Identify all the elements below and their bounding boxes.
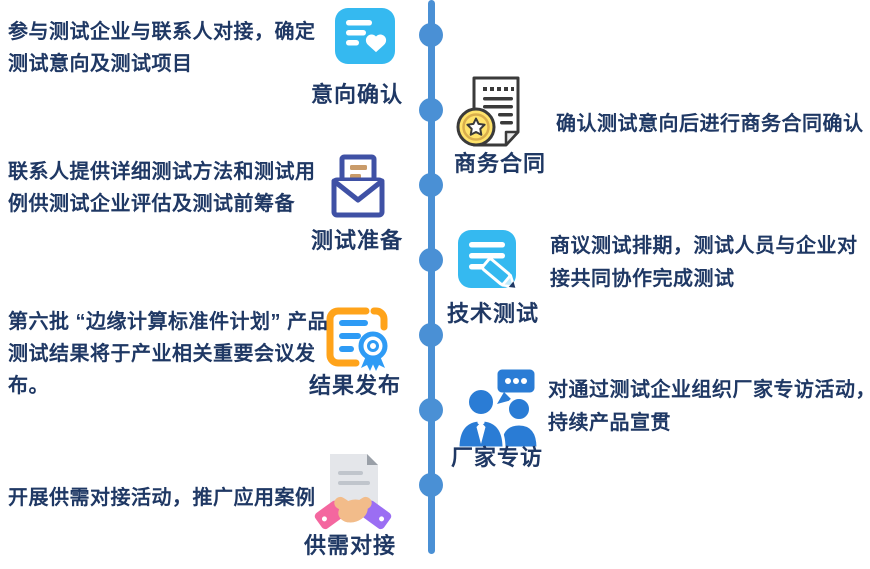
step-1-description: 参与测试企业与联系人对接，确定测试意向及测试项目 (8, 21, 316, 75)
timeline-line (428, 0, 435, 554)
step-6-label: 厂家专访 (450, 445, 543, 470)
step-4-description: 商议测试排期，测试人员与企业对接共同协作完成测试 (550, 235, 858, 290)
timeline-node-2 (419, 98, 443, 122)
step-1-label: 意向确认 (310, 82, 403, 107)
timeline-node-4 (419, 248, 443, 272)
step-3-label: 测试准备 (310, 228, 403, 253)
step-7-label: 供需对接 (303, 533, 396, 558)
step-7-description: 开展供需对接活动，推广应用案例 (8, 487, 316, 509)
interview-people-icon (456, 366, 540, 450)
contract-coin-icon (456, 76, 520, 147)
certificate-ribbon-icon (326, 307, 388, 371)
step-5-description: 第六批 “边缘计算标准件计划” 产品测试结果将于产业相关重要会议发布。 (8, 311, 329, 397)
open-envelope-icon (331, 154, 385, 218)
step-4-label: 技术测试 (446, 301, 539, 326)
checklist-heart-icon (335, 8, 395, 64)
step-6-description: 对通过测试企业组织厂家专访活动，持续产品宣贯 (548, 379, 870, 434)
timeline-node-6 (419, 398, 443, 422)
timeline-node-7 (419, 473, 443, 497)
step-3-description: 联系人提供详细测试方法和测试用例供测试企业评估及测试前筹备 (8, 161, 316, 215)
timeline-node-1 (419, 23, 443, 47)
timeline-node-5 (419, 323, 443, 347)
step-5-label: 结果发布 (308, 373, 401, 398)
note-pencil-icon (458, 230, 516, 289)
timeline-node-3 (419, 173, 443, 197)
handshake-document-icon (314, 454, 392, 530)
step-2-label: 商务合同 (453, 151, 546, 176)
step-2-description: 确认测试意向后进行商务合同确认 (556, 113, 864, 135)
